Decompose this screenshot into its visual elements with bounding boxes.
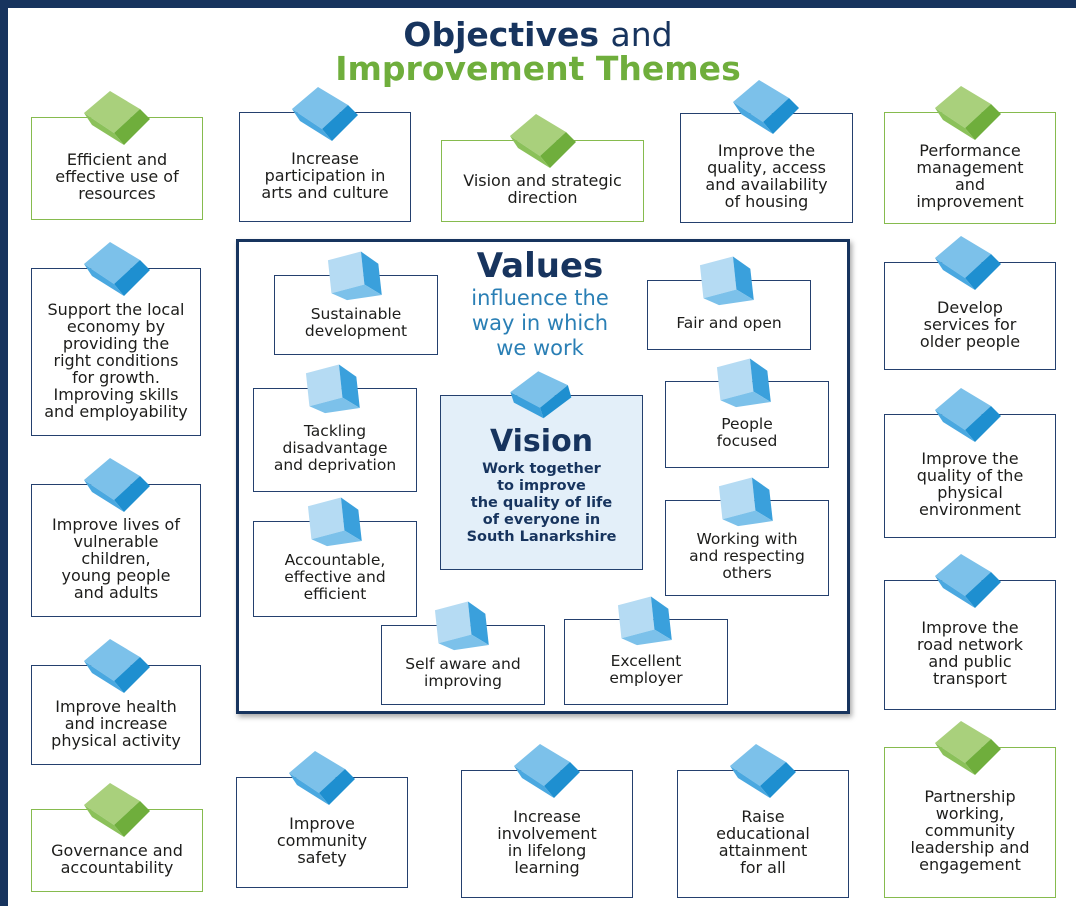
light-cube-icon — [712, 474, 778, 528]
objective-physical-environment: Improve the quality of the physical envi… — [884, 414, 1056, 538]
blue-cube-icon — [78, 635, 154, 697]
blue-cube-icon — [929, 384, 1005, 446]
green-cube-icon — [78, 87, 154, 149]
objective-label: Governance and accountability — [51, 840, 183, 877]
light-cube-icon — [299, 361, 365, 415]
light-cube-icon — [301, 494, 367, 548]
objective-label: Partnership working, community leadershi… — [910, 787, 1030, 874]
objective-label: Improve the quality, access and availabi… — [705, 141, 828, 211]
value-label: People focused — [716, 414, 778, 450]
title-bold: Objectives — [403, 15, 599, 54]
light-cube-icon — [611, 593, 677, 647]
green-cube-icon — [929, 717, 1005, 779]
value-label: Tackling disadvantage and deprivation — [273, 421, 397, 474]
objective-label: Support the local economy by providing t… — [44, 299, 188, 421]
vision-text: Work together to improve the quality of … — [466, 461, 617, 545]
objective-efficient-resources: Efficient and effective use of resources — [31, 117, 203, 220]
objective-label: Raise educational attainment for all — [716, 807, 810, 877]
title-line-1: Objectives and — [0, 16, 1076, 54]
value-label: Fair and open — [676, 313, 782, 332]
objective-label: Develop services for older people — [919, 297, 1021, 351]
blue-cube-icon — [724, 740, 800, 802]
frame-left-border — [0, 0, 8, 906]
vision-box: Vision Work together to improve the qual… — [440, 395, 643, 570]
vision-cube-icon — [502, 366, 578, 420]
objective-label: Performance management and improvement — [916, 141, 1024, 211]
value-label: Excellent employer — [609, 652, 683, 687]
blue-cube-icon — [929, 550, 1005, 612]
value-label: Self aware and improving — [405, 655, 521, 690]
objective-label: Improve lives of vulnerable children, yo… — [52, 515, 180, 602]
value-label: Sustainable development — [304, 305, 408, 340]
objective-label: Improve health and increase physical act… — [51, 696, 181, 750]
green-cube-icon — [78, 779, 154, 841]
light-cube-icon — [710, 355, 776, 409]
objective-label: Improve community safety — [276, 814, 368, 867]
value-people-focused: People focused — [665, 381, 829, 468]
objective-label: Improve the road network and public tran… — [916, 618, 1024, 688]
objective-local-economy: Support the local economy by providing t… — [31, 268, 201, 436]
objective-label: Efficient and effective use of resources — [55, 150, 179, 203]
objective-housing: Improve the quality, access and availabi… — [680, 113, 853, 223]
value-self-aware: Self aware and improving — [381, 625, 545, 705]
blue-cube-icon — [283, 747, 359, 809]
light-cube-icon — [321, 248, 387, 302]
objective-label: Improve the quality of the physical envi… — [916, 449, 1024, 519]
blue-cube-icon — [929, 232, 1005, 294]
vision-title: Vision — [489, 424, 594, 459]
title-and: and — [610, 15, 673, 54]
light-cube-icon — [428, 598, 494, 652]
value-label: Accountable, effective and efficient — [284, 550, 386, 603]
green-cube-icon — [504, 110, 580, 172]
values-subtitle: influence the way in which we work — [471, 286, 609, 360]
objective-label: Increase participation in arts and cultu… — [261, 148, 389, 202]
objective-label: Vision and strategic direction — [463, 171, 622, 207]
blue-cube-icon — [78, 454, 154, 516]
objective-label: Increase involvement in lifelong learnin… — [497, 807, 597, 877]
blue-cube-icon — [508, 740, 584, 802]
value-tackling-disadvantage: Tackling disadvantage and deprivation — [253, 388, 417, 492]
title-line-2: Improvement Themes — [335, 49, 741, 88]
blue-cube-icon — [286, 83, 362, 145]
objective-partnership: Partnership working, community leadershi… — [884, 747, 1056, 898]
blue-cube-icon — [727, 76, 803, 138]
value-label: Working with and respecting others — [689, 529, 805, 582]
values-title: Values — [476, 246, 604, 286]
blue-cube-icon — [78, 238, 154, 300]
green-cube-icon — [929, 82, 1005, 144]
frame-top-border — [0, 0, 1076, 8]
light-cube-icon — [693, 253, 759, 307]
